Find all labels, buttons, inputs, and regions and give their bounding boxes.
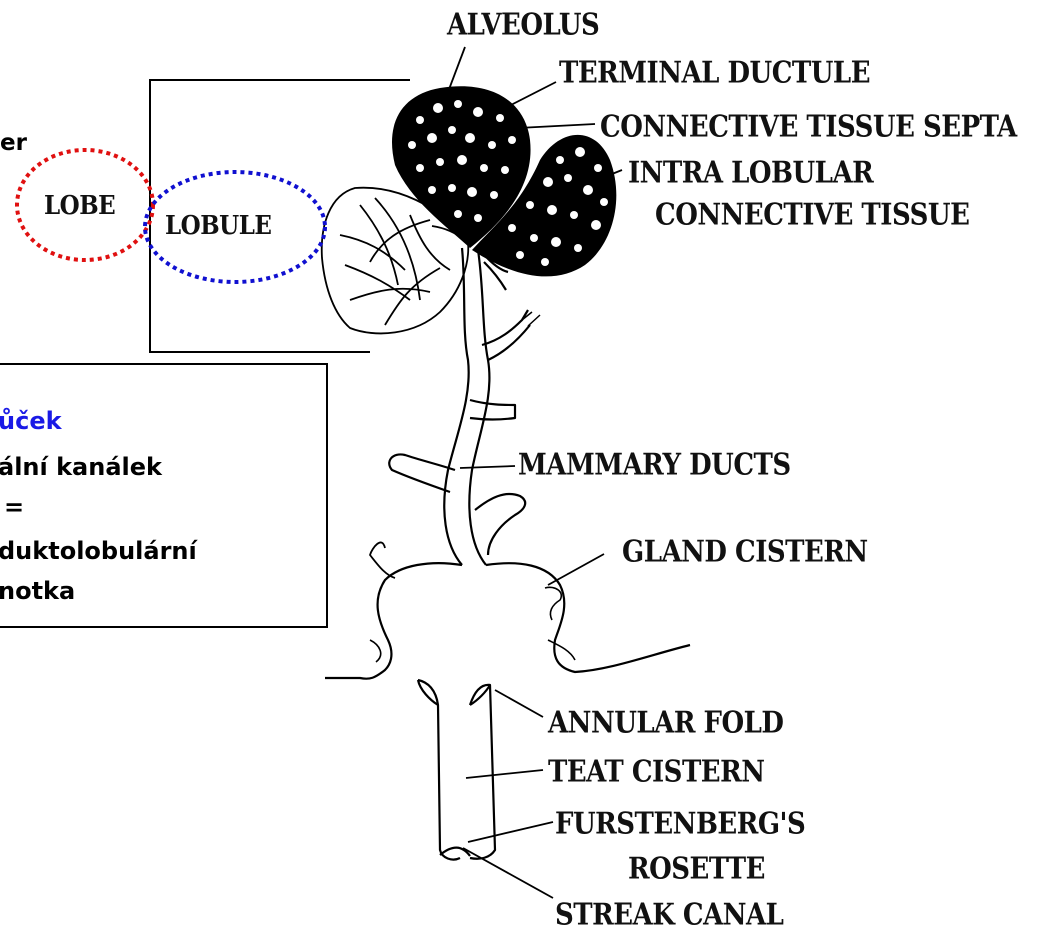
legend-line-2: ální kanálek	[0, 453, 162, 481]
label-lobule: LOBULE	[165, 210, 271, 241]
label-intra-lobular: INTRA LOBULAR	[628, 156, 873, 191]
label-alveolus: ALVEOLUS	[447, 8, 599, 43]
side-text-fragment: er	[0, 130, 27, 156]
label-intra-lobular-connective: CONNECTIVE TISSUE	[655, 198, 969, 233]
label-mammary-ducts: MAMMARY DUCTS	[518, 448, 791, 483]
legend-line-4: duktolobulární	[0, 537, 197, 565]
label-rosette: ROSETTE	[628, 852, 765, 887]
legend-line-3: =	[4, 493, 24, 521]
legend-line-5: notka	[0, 577, 75, 605]
label-gland-cistern: GLAND CISTERN	[622, 535, 868, 570]
label-teat-cistern: TEAT CISTERN	[548, 755, 765, 790]
label-furstenbergs: FURSTENBERG'S	[555, 807, 805, 842]
label-streak-canal: STREAK CANAL	[555, 898, 783, 933]
label-annular-fold: ANNULAR FOLD	[548, 706, 783, 741]
label-lobe: LOBE	[44, 190, 115, 221]
legend-line-1: ůček	[0, 407, 62, 435]
label-connective-tissue-septa: CONNECTIVE TISSUE SEPTA	[600, 110, 1017, 145]
label-terminal-ductule: TERMINAL DUCTULE	[559, 56, 870, 91]
legend-box: ůček ální kanálek = duktolobulární notka	[0, 363, 328, 628]
